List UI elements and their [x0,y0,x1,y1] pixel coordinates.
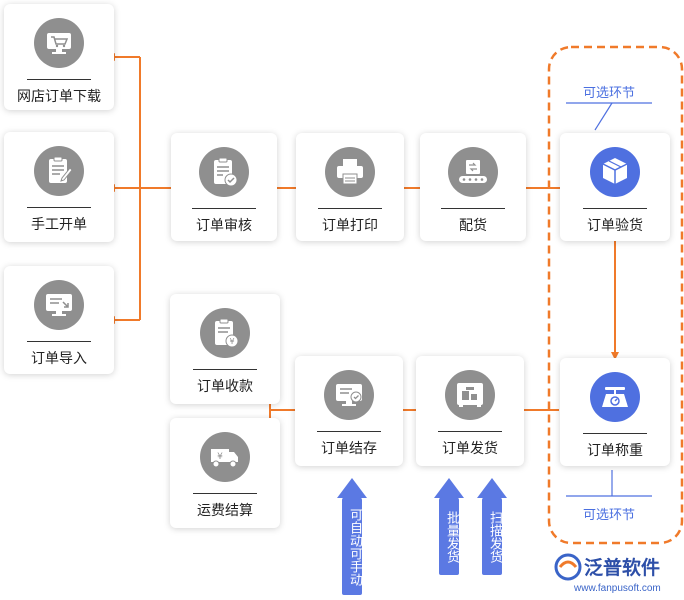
card-label: 订单导入 [31,351,87,367]
card-divider [27,79,91,80]
auto-manual-arrowhead [337,478,367,498]
card-divider [27,341,91,342]
delivery-box-icon [445,370,495,420]
printer-icon [325,147,375,197]
card-manual-order[interactable]: 手工开单 [4,132,114,242]
card-divider [27,207,91,208]
card-divider [193,369,257,370]
logo-url: www.fanpusoft.com [574,583,661,594]
card-order-inspection[interactable]: 订单验货 [560,133,670,241]
card-divider [192,208,256,209]
note-scan-shipping: 扫描发货 [482,497,502,575]
card-divider [317,431,381,432]
card-divider [441,208,505,209]
card-online-order-download[interactable]: 网店订单下载 [4,4,114,110]
fanpu-logo-icon [554,553,582,581]
logo-name: 泛普软件 [584,557,661,579]
batch-arrowhead [434,478,464,498]
card-order-import[interactable]: 订单导入 [4,266,114,374]
card-divider [318,208,382,209]
card-label: 订单发货 [442,441,498,457]
card-label: 订单验货 [587,218,643,234]
card-divider [583,208,647,209]
note-batch-shipping: 批量发货 [439,497,459,575]
card-label: 订单结存 [321,441,377,457]
box-icon [590,147,640,197]
monitor-import-icon [34,280,84,330]
shopping-cart-monitor-icon [34,18,84,68]
note-auto-manual: 可自动可手动 [342,497,362,595]
card-label: 订单审核 [196,218,252,234]
card-divider [193,493,257,494]
svg-text:¥: ¥ [217,452,223,462]
card-picking[interactable]: 配货 [420,133,526,241]
optional-title-top: 可选环节 [583,86,636,101]
card-order-review[interactable]: 订单审核 [171,133,277,241]
card-label: 订单收款 [197,379,253,395]
optional-top-pointer [594,102,613,131]
card-freight-settlement[interactable]: ¥ 运费结算 [170,418,280,528]
card-label: 订单称重 [587,443,643,459]
clipboard-yen-icon: ¥ [200,308,250,358]
card-order-settlement[interactable]: 订单结存 [295,356,403,466]
clipboard-pen-icon [34,146,84,196]
svg-text:¥: ¥ [229,337,234,346]
truck-yen-icon: ¥ [200,432,250,482]
card-order-print[interactable]: 订单打印 [296,133,404,241]
card-label: 订单打印 [322,218,378,234]
monitor-check-icon [324,370,374,420]
card-label: 网店订单下载 [17,89,101,105]
card-divider [583,433,647,434]
optional-region [547,45,684,545]
card-label: 配货 [459,218,487,234]
clipboard-check-icon [199,147,249,197]
card-order-shipping[interactable]: 订单发货 [416,356,524,466]
scan-arrowhead [477,478,507,498]
card-label: 运费结算 [197,503,253,519]
card-order-weighing[interactable]: 订单称重 [560,358,670,466]
card-divider [438,431,502,432]
card-label: 手工开单 [31,217,87,233]
conveyor-icon [448,147,498,197]
card-order-receipt[interactable]: ¥ 订单收款 [170,294,280,404]
optional-title-bottom: 可选环节 [583,508,636,523]
scale-icon [590,372,640,422]
